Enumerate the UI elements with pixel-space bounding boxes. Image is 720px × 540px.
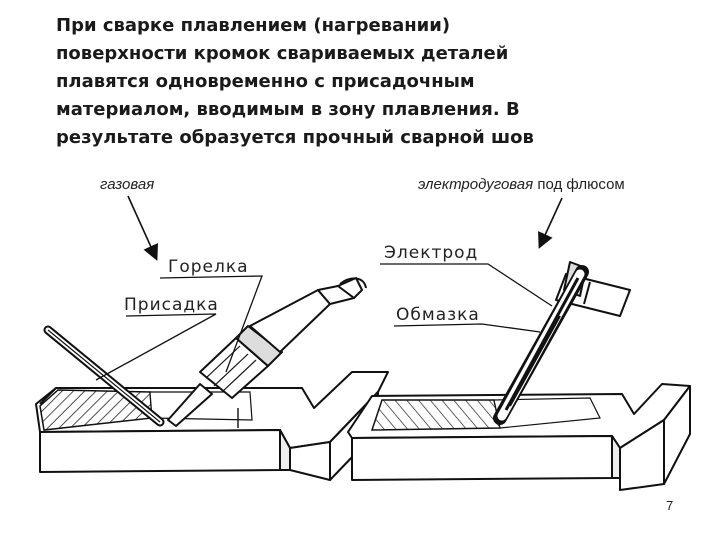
slide-title: При сварке плавлением (нагревании) повер… — [56, 12, 696, 152]
arc-weld-bead — [370, 399, 501, 431]
caption-gas-text: газовая — [100, 176, 155, 193]
label-coating: Обмазка — [396, 305, 480, 325]
gas-welding-workpiece — [35, 371, 389, 481]
arrow-arc — [538, 197, 563, 249]
title-line-1: При сварке плавлением (нагревании) — [56, 15, 451, 36]
right-leader-lines — [380, 263, 553, 333]
caption-gas-welding: газовая — [100, 176, 154, 193]
caption-arc-welding: электродуговая под флюсом — [418, 176, 625, 193]
label-electrode: Электрод — [384, 243, 478, 263]
label-filler: Присадка — [124, 295, 219, 315]
page-number: 7 — [666, 498, 674, 513]
left-leader-lines — [95, 275, 263, 381]
label-torch: Горелка — [168, 257, 249, 277]
title-line-3: плавятся одновременно с присадочным — [56, 71, 475, 92]
caption-arc-plain: под флюсом — [533, 176, 625, 193]
title-line-4: материалом, вводимым в зону плавления. В — [56, 99, 520, 120]
electrode — [493, 265, 589, 425]
title-line-5: результате образуется прочный сварной шо… — [56, 127, 534, 148]
title-line-2: поверхности кромок свариваемых деталей — [56, 43, 509, 64]
caption-arc-italic: электродуговая — [418, 176, 534, 193]
arrow-gas — [127, 195, 159, 261]
gas-torch — [167, 277, 367, 427]
